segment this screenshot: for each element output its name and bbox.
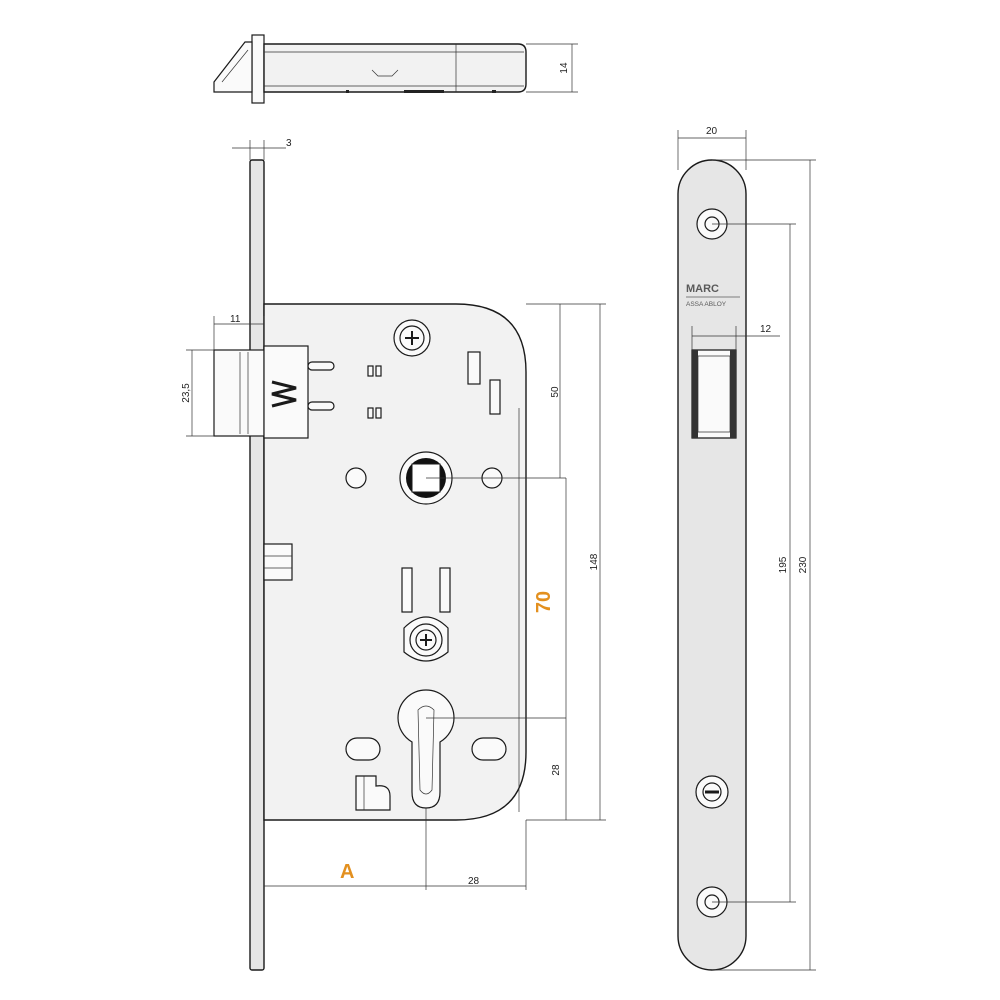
- dim-latch-height: 23,5: [181, 383, 192, 403]
- brand-subline: ASSA ABLOY: [686, 301, 727, 308]
- dim-faceplate-thickness: 3: [286, 138, 292, 149]
- dim-strike-opening: 12: [760, 324, 772, 335]
- top-view: 14: [213, 34, 578, 104]
- side-view: 3 11 23,5: [181, 138, 606, 971]
- front-view: MARC ASSA ABLOY 20 12 195 230: [677, 126, 816, 971]
- faceplate: [249, 159, 265, 971]
- dim-backset: A: [340, 861, 354, 883]
- dim-cylinder-to-back: 28: [468, 876, 480, 887]
- dim-spindle-to-cylinder: 50: [550, 386, 561, 398]
- dim-latch-projection: 11: [230, 314, 241, 325]
- strike-faceplate: [677, 159, 747, 971]
- latch-opening: [691, 349, 737, 439]
- lock-case: [263, 303, 527, 821]
- slot-right: [471, 737, 507, 761]
- top-view-case: [263, 43, 527, 93]
- latch-spring: [271, 380, 297, 408]
- brand-logo: MARC: [686, 283, 719, 295]
- latch-bolt: [213, 349, 265, 437]
- top-view-latch: [213, 41, 253, 93]
- dim-cylinder-to-bottom: 28: [551, 764, 562, 776]
- dim-strike-screw-distance: 195: [778, 556, 789, 573]
- mounting-hole-left: [345, 467, 367, 489]
- dim-centre-distance: 70: [533, 591, 555, 613]
- dim-case-height: 148: [589, 553, 600, 570]
- dim-strike-width: 20: [706, 126, 718, 137]
- dim-top-depth: 14: [559, 62, 570, 74]
- dim-strike-length: 230: [798, 556, 809, 573]
- slot-left: [345, 737, 381, 761]
- top-view-faceplate: [251, 34, 265, 104]
